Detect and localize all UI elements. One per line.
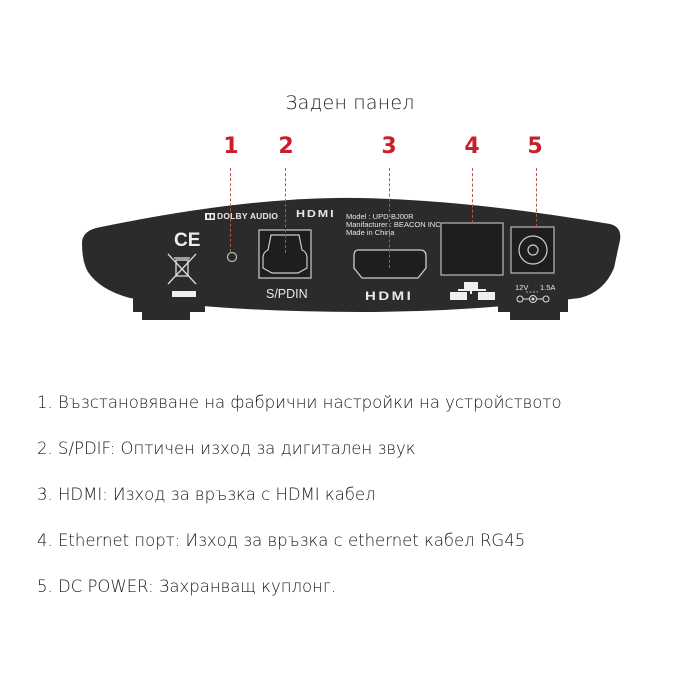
network-icon: [450, 282, 495, 300]
description-2: 2. S/PDIF: Оптичен изход за дигитален зв…: [37, 439, 416, 458]
power-rating-voltage: 12V: [515, 283, 529, 292]
origin-line: Made in China: [346, 228, 395, 237]
description-1: 1. Възстановяване на фабрични настройки …: [37, 393, 562, 412]
callout-line-1: [230, 168, 231, 252]
callout-number-5: 5: [527, 134, 543, 159]
weee-bin-icon: [167, 253, 197, 285]
description-4: 4. Ethernet порт: Изход за връзка с ethe…: [37, 531, 526, 550]
dolby-icon: [205, 213, 215, 220]
manufacturer-line: Manifacturer : BEACON INC: [346, 220, 441, 229]
reset-button-icon: [226, 251, 238, 263]
callout-line-3: [389, 168, 390, 268]
description-5: 5. DC POWER: Захранващ куплонг.: [37, 577, 337, 596]
hdmi-logo-top: HDMI: [296, 209, 336, 220]
model-line: Model : UPD-BJ00R: [346, 212, 414, 221]
model-info: Model : UPD-BJ00R Manifacturer : BEACON …: [346, 213, 441, 237]
ethernet-port-icon: [440, 222, 504, 276]
callout-number-3: 3: [381, 134, 397, 159]
description-3: 3. HDMI: Изход за връзка с HDMI кабел: [37, 485, 376, 504]
weee-bar: [172, 291, 196, 297]
callout-number-4: 4: [464, 134, 480, 159]
callout-number-2: 2: [278, 134, 294, 159]
ce-mark-icon: CE: [174, 230, 200, 251]
hdmi-logo-bottom: HDMI: [365, 289, 414, 303]
callout-number-1: 1: [223, 134, 239, 159]
callout-line-2: [285, 168, 286, 253]
callout-line-5: [536, 168, 537, 227]
polarity-icon: [516, 295, 550, 303]
hdmi-port-icon: [353, 249, 427, 279]
spdif-label: S/PDIN: [266, 287, 308, 301]
dolby-audio-label: DOLBY AUDIO: [217, 211, 279, 221]
page-title: Заден панел: [285, 92, 415, 114]
callout-line-4: [472, 168, 473, 223]
power-rating-current: 1.5A: [540, 283, 556, 292]
